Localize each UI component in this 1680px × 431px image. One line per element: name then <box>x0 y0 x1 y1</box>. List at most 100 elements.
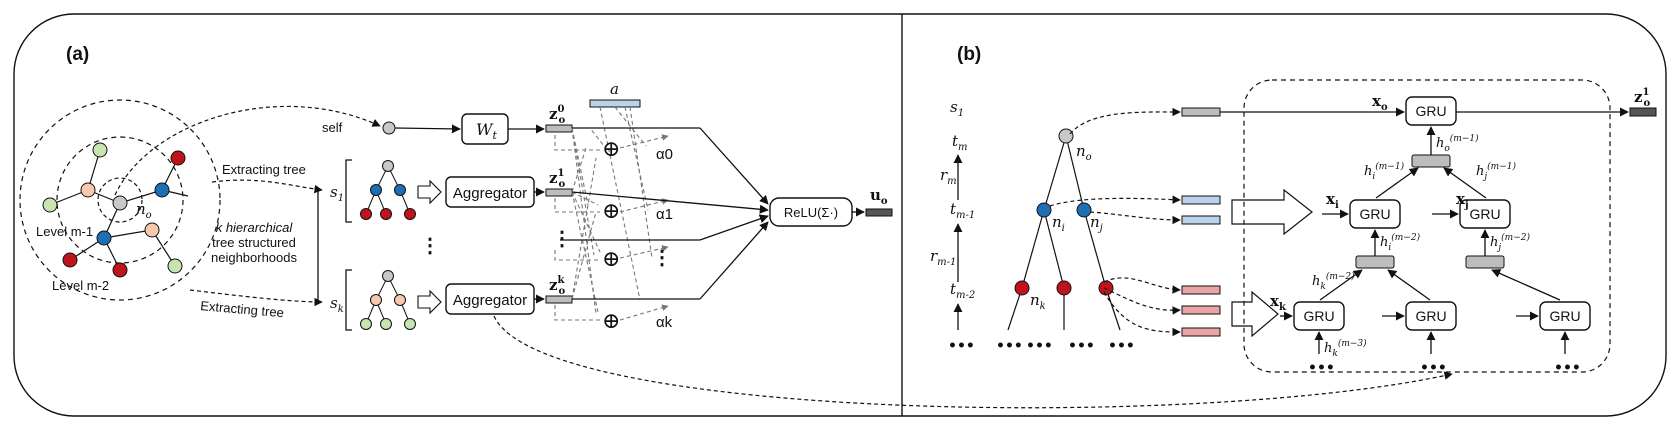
relu-label: ReLU(Σ·) <box>784 205 838 220</box>
sk-label: sk <box>330 294 344 315</box>
h-j-m2: hj(m−2) <box>1490 232 1530 253</box>
gru-top-label: GRU <box>1415 103 1446 119</box>
concat-top <box>1411 154 1451 168</box>
s1-label: s1 <box>330 183 344 204</box>
b-node-o <box>1058 128 1074 144</box>
h-j-hat-m1: hj(m−1) <box>1476 161 1516 182</box>
u-bar <box>865 208 893 217</box>
aggregator-k-label: Aggregator <box>453 292 527 309</box>
red-node <box>62 252 78 268</box>
concat-j <box>1465 255 1505 269</box>
h-k-m3: hk(m−3) <box>1324 338 1367 359</box>
b-blue-bar-2 <box>1181 215 1221 225</box>
svg-text:•••: ••• <box>1026 338 1053 354</box>
outer-frame <box>13 13 1667 417</box>
hier-line2: tree structured <box>212 235 296 250</box>
green-node <box>167 258 183 274</box>
gru-j <box>1459 199 1511 229</box>
green-node <box>42 197 58 213</box>
b-node-i <box>1036 202 1052 218</box>
h-i-hat-m1: hi(m−1) <box>1364 161 1405 182</box>
b-axis-dots: ••• <box>948 338 975 354</box>
level-m1-label: Level m-1 <box>36 224 93 239</box>
hollow-arrow-k <box>417 289 442 315</box>
b-rm1: rm-1 <box>930 247 956 268</box>
b-node-red2 <box>1056 280 1072 296</box>
h-i-m2: hi(m−2) <box>1380 232 1421 253</box>
extract-arrow-top <box>211 179 323 194</box>
center-circle <box>97 177 143 223</box>
tree-s1 <box>360 160 416 220</box>
b-red-bar-2 <box>1181 305 1221 315</box>
self-node <box>382 121 396 135</box>
concat-i <box>1355 255 1395 269</box>
b-leaf-dots: ••• ••• ••• ••• <box>996 338 1135 354</box>
alpha-vdots: ⋮ <box>652 245 672 269</box>
gru-container <box>1243 79 1611 373</box>
hier-line3: neighborhoods <box>211 250 298 265</box>
red-node <box>170 150 186 166</box>
self-dashed-arrow <box>114 105 381 196</box>
b-xo: xo <box>1372 92 1388 113</box>
b-red-bar-3 <box>1181 327 1221 337</box>
h-k-hat-m2: hk(m−2) <box>1312 271 1355 292</box>
hollow-arrow-1 <box>417 179 442 205</box>
extract-label-top: Extracting tree <box>222 162 306 177</box>
b-rm: rm <box>940 166 957 187</box>
b-blue-bar-1 <box>1181 195 1221 205</box>
blue-node <box>96 230 112 246</box>
wt-label: Wt <box>476 120 497 142</box>
b-gru-dots: ••• ••• ••• <box>1308 360 1581 376</box>
plus-nodes: ⊕ ⊕ ⊕ ⊕ <box>602 137 620 334</box>
level-m1-circle <box>56 136 184 264</box>
plus-0: ⊕ <box>602 137 620 162</box>
plus-2: ⊕ <box>602 247 620 272</box>
plus-k: ⊕ <box>602 309 620 334</box>
b-ni: ni <box>1052 213 1065 234</box>
gru-b3-label: GRU <box>1549 308 1580 324</box>
b-xi: xi <box>1326 190 1339 211</box>
svg-text:•••: ••• <box>1420 360 1447 376</box>
green-node <box>92 142 108 158</box>
z1-out-bar <box>1629 107 1657 117</box>
b-hollow-arrow-1 <box>1231 188 1313 236</box>
panel-a-label: (a) <box>66 44 89 65</box>
b-tree-edges <box>1007 135 1121 331</box>
gru-top <box>1405 96 1457 126</box>
plus-1: ⊕ <box>602 199 620 224</box>
no-label: no <box>136 200 152 221</box>
gru-k-label: GRU <box>1303 308 1334 324</box>
cross-panel-arrow <box>493 315 1453 409</box>
self-label: self <box>322 120 343 135</box>
z1-bar <box>545 188 573 197</box>
svg-text:•••: ••• <box>1108 338 1135 354</box>
hier-line1: k hierarchical <box>216 220 294 235</box>
tree-vdots: ⋮ <box>420 233 440 257</box>
gru-i <box>1349 199 1401 229</box>
mid-vdots: ⋮ <box>552 226 572 250</box>
panel-b-label: (b) <box>957 44 981 65</box>
b-xj: xj <box>1456 190 1469 211</box>
attention-vector <box>589 99 641 108</box>
b-node-k <box>1014 280 1030 296</box>
svg-text:•••: ••• <box>996 338 1023 354</box>
attention-label: a <box>610 80 619 98</box>
graph-nodes <box>42 142 186 278</box>
peach-node <box>144 222 160 238</box>
peach-node <box>80 182 96 198</box>
b-node-red3 <box>1098 280 1114 296</box>
level-m2-circle <box>19 99 221 301</box>
level-m2-label: Level m-2 <box>52 278 109 293</box>
b-tm2: tm-2 <box>950 280 975 301</box>
zk-bar <box>545 295 573 304</box>
b-gray-bar <box>1181 107 1221 117</box>
z0-bar <box>545 124 573 133</box>
extract-arrow-bottom <box>189 289 323 307</box>
b-red-bar-1 <box>1181 285 1221 295</box>
b-nj: nj <box>1090 213 1103 234</box>
b-node-j <box>1076 202 1092 218</box>
